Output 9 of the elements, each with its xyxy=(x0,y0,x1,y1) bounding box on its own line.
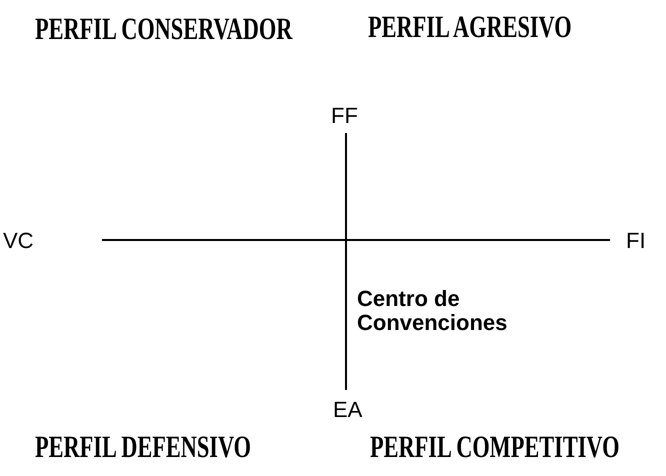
quadrant-heading: PERFIL COMPETITIVO xyxy=(370,430,620,464)
position-label: Centro de Convenciones xyxy=(357,287,508,336)
quadrant-heading: PERFIL DEFENSIVO xyxy=(35,430,251,464)
quadrant-heading: PERFIL AGRESIVO xyxy=(368,10,572,44)
axis-label: FF xyxy=(331,104,358,128)
axis-label: EA xyxy=(333,398,362,422)
axis-label: VC xyxy=(3,229,34,254)
axis-label: FI xyxy=(626,229,646,254)
quadrant-heading: PERFIL CONSERVADOR xyxy=(35,12,292,46)
